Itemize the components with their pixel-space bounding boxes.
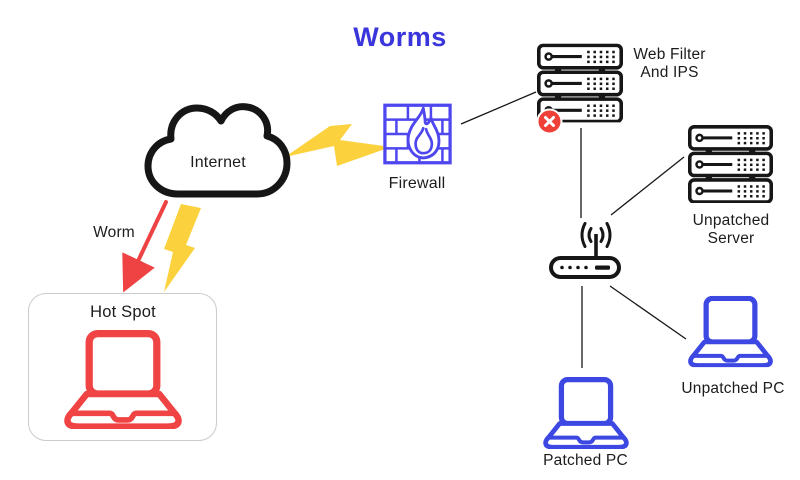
connection-router-unpatched-server <box>610 156 685 216</box>
hot-spot-laptop-node <box>61 330 185 429</box>
x-circle-icon <box>536 108 563 135</box>
page-title: Worms <box>353 22 447 52</box>
firewall-label: Firewall <box>388 175 446 192</box>
unpatched-server-node <box>688 122 773 206</box>
unpatched-server-label: Unpatched Server <box>692 212 770 247</box>
internet-label: Internet <box>190 154 246 171</box>
internet-node <box>140 94 293 204</box>
connection-firewall-webfilter <box>460 91 537 125</box>
hot-spot-label: Hot Spot <box>90 303 156 321</box>
unpatched-pc-node <box>687 295 774 368</box>
lightning-bolt-icon <box>164 204 201 292</box>
lightning-bolt-icon <box>285 124 391 166</box>
web-filter-label: Web Filter And IPS <box>633 46 706 81</box>
router-node <box>548 221 622 279</box>
wireless-router-icon <box>548 221 622 279</box>
firewall-icon <box>383 103 452 165</box>
unpatched-pc-label: Unpatched PC <box>681 380 785 397</box>
cloud-icon <box>140 94 293 204</box>
connection-router-unpatched-pc <box>609 285 687 340</box>
laptop-icon <box>687 295 774 368</box>
worm-annotation-label: Worm <box>93 224 135 241</box>
laptop-icon <box>542 377 630 449</box>
patched-pc-label: Patched PC <box>543 452 628 469</box>
blocked-x-badge <box>536 108 563 135</box>
laptop-icon <box>61 330 185 429</box>
patched-pc-node <box>542 377 630 449</box>
firewall-node <box>383 103 452 165</box>
server-stack-icon <box>688 122 773 206</box>
